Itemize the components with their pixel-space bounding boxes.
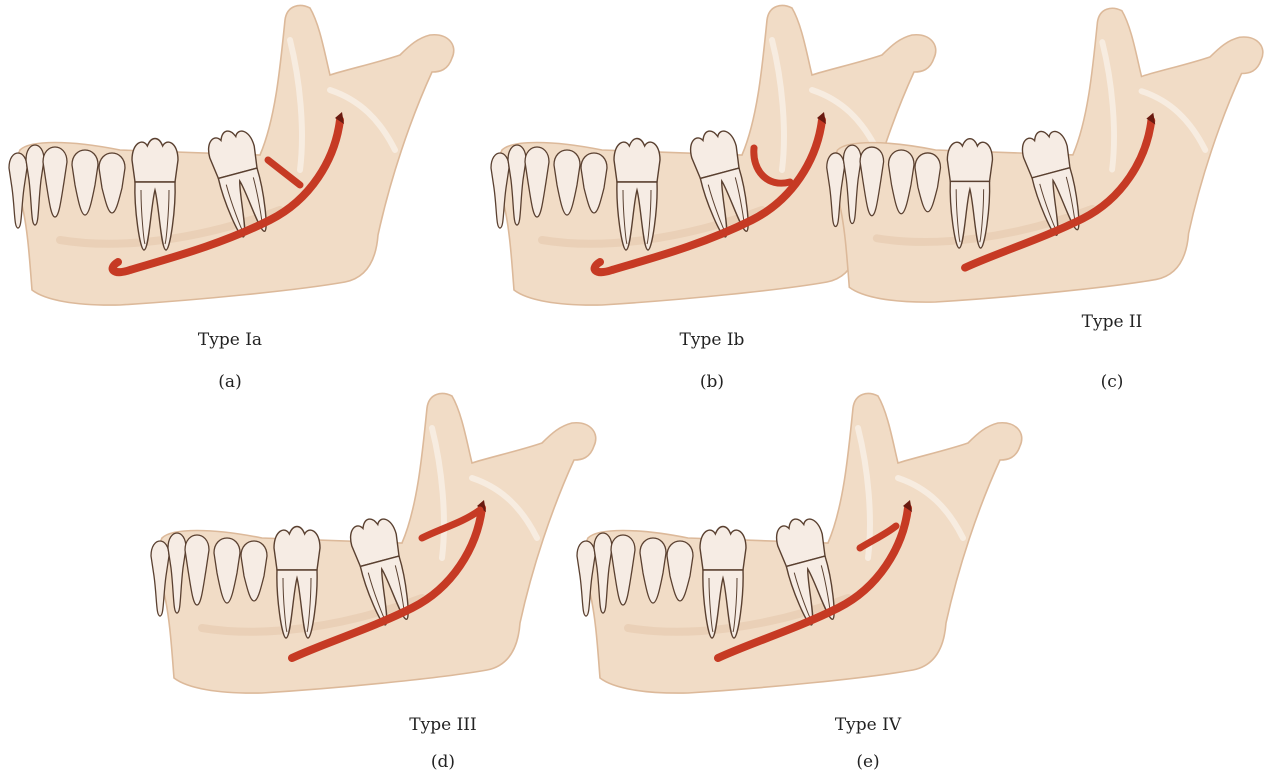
mandible-illustration: [965, 0, 1269, 300]
panel-d: [292, 378, 602, 698]
panel-c: [965, 0, 1269, 300]
panel-e: [718, 378, 1028, 698]
mandible-illustration: [292, 378, 602, 698]
panel-letter: (d): [343, 752, 543, 772]
panel-a: [0, 0, 460, 300]
panel-caption: Type II: [1012, 312, 1212, 332]
panel-caption: Type IV: [768, 715, 968, 735]
panel-caption: Type Ia: [130, 330, 330, 350]
panel-caption: Type Ib: [612, 330, 812, 350]
mandible-illustration: [718, 378, 1028, 698]
mandible-illustration: [0, 0, 460, 300]
panel-caption: Type III: [343, 715, 543, 735]
panel-letter: (e): [768, 752, 968, 772]
panel-letter: (c): [1012, 372, 1212, 392]
